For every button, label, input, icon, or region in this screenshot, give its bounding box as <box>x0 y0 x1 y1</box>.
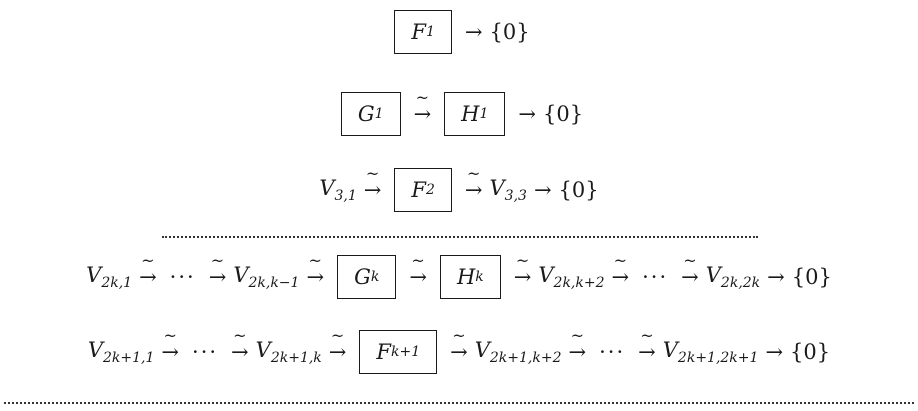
v-term: V2k+1,1 <box>87 338 155 366</box>
zero-set: {0} <box>558 178 599 202</box>
v-term: V2k,k+2 <box>538 263 605 291</box>
tilde-arrow: ~→ <box>306 251 325 289</box>
tilde-arrow: ~→ <box>161 326 180 364</box>
tilde-arrow: ~→ <box>208 251 227 289</box>
v-term: V2k,2k <box>705 263 761 291</box>
tilde-arrow: ~→ <box>464 164 483 202</box>
dotted-separator <box>162 236 758 238</box>
tilde-arrow: ~→ <box>139 251 157 289</box>
tilde-arrow: ~→ <box>638 326 656 364</box>
dotted-separator <box>4 402 914 404</box>
tilde-arrow: ~→ <box>450 326 468 364</box>
tilde-arrow: ~→ <box>611 251 630 289</box>
v-term: V2k,k−1 <box>233 263 300 291</box>
tilde-arrow: ~→ <box>568 326 587 364</box>
arrow: → <box>765 340 784 364</box>
ellipsis: ··· <box>599 340 626 364</box>
tilde-arrow: ~→ <box>413 88 432 126</box>
v-term: V3,1 <box>319 176 357 204</box>
tilde-arrow: ~→ <box>231 326 249 364</box>
v-term: V2k+1,2k+1 <box>662 338 759 366</box>
v-term: V2k+1,k <box>255 338 322 366</box>
tilde-arrow: ~→ <box>363 164 382 202</box>
v-term: V3,3 <box>489 176 527 204</box>
zero-set: {0} <box>489 20 530 44</box>
zero-set: {0} <box>790 340 831 364</box>
arrow: → <box>767 265 785 289</box>
tilde-arrow: ~→ <box>328 326 347 364</box>
arrow: → <box>533 178 552 202</box>
ellipsis: ··· <box>192 340 219 364</box>
zero-set: {0} <box>543 102 584 126</box>
v-term: V2k+1,k+2 <box>474 338 562 366</box>
v-term: V2k,1 <box>86 263 133 291</box>
ellipsis: ··· <box>642 265 669 289</box>
arrow: → <box>518 102 537 126</box>
zero-set: {0} <box>791 265 832 289</box>
ellipsis: ··· <box>169 265 196 289</box>
tilde-arrow: ~→ <box>409 251 427 289</box>
tilde-arrow: ~→ <box>513 251 532 289</box>
arrow: → <box>464 20 483 44</box>
tilde-arrow: ~→ <box>681 251 699 289</box>
